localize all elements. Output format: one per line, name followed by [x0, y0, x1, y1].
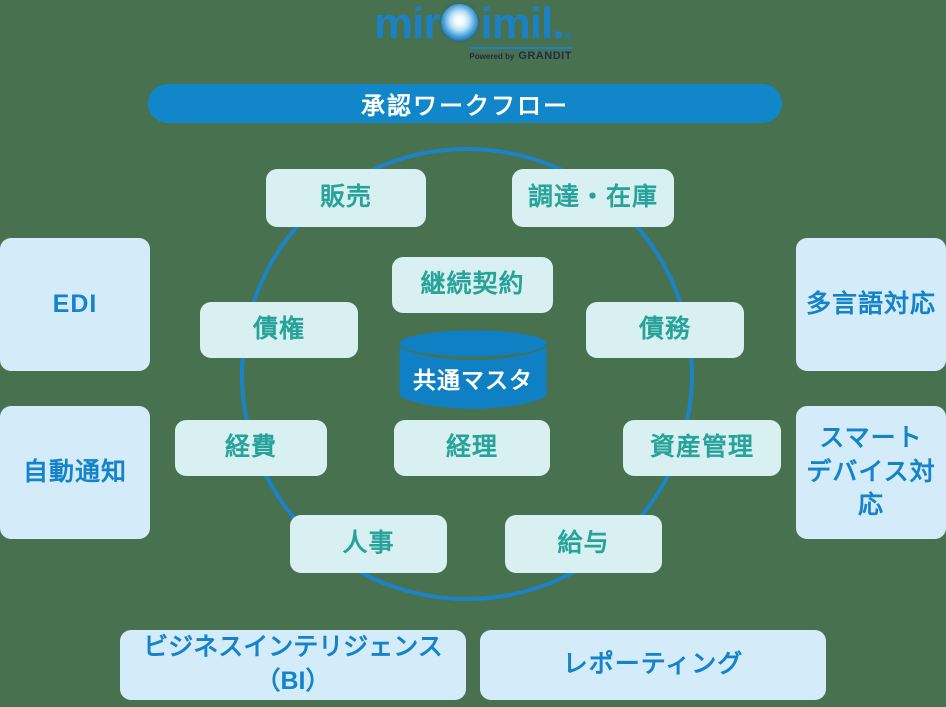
feature-multilingual: 多言語対応: [796, 238, 946, 371]
grandit-brand-label: GRANDIT: [518, 50, 572, 62]
module-expenses: 経費: [175, 420, 327, 476]
feature-smart-device: スマート デバイス対応: [796, 406, 946, 539]
module-receivables: 債権: [200, 302, 358, 358]
logo-text-suffix: imil.: [480, 0, 565, 48]
glowing-globe-icon: [441, 4, 479, 41]
module-procurement-inventory: 調達・在庫: [512, 169, 674, 227]
module-payables: 債務: [586, 302, 744, 358]
logo-text-prefix: mir: [374, 0, 440, 48]
approval-workflow-banner: 承認ワークフロー: [148, 84, 782, 123]
module-recurring-contract: 継続契約: [392, 257, 553, 313]
feature-auto-notification: 自動通知: [0, 406, 150, 539]
module-accounting: 経理: [394, 420, 550, 476]
module-sales: 販売: [266, 169, 426, 227]
feature-reporting: レポーティング: [480, 630, 826, 700]
database-cylinder-icon: [399, 330, 547, 409]
module-hr: 人事: [290, 515, 447, 573]
feature-edi: EDI: [0, 238, 150, 371]
feature-business-intelligence: ビジネスインテリジェンス（BI）: [120, 630, 466, 700]
logo-wordmark: mir imil. ®: [374, 2, 572, 46]
module-circle-outline: [240, 147, 694, 601]
powered-by-label: Powered by: [469, 52, 515, 61]
module-asset-management: 資産管理: [623, 420, 781, 476]
powered-by-line: Powered by GRANDIT: [469, 47, 572, 62]
miraimil-logo: mir imil. ® Powered by GRANDIT: [374, 2, 572, 62]
module-payroll: 給与: [505, 515, 662, 573]
common-master-label: 共通マスタ: [413, 367, 533, 393]
approval-workflow-label: 承認ワークフロー: [361, 93, 569, 120]
registered-trademark-mark: ®: [564, 31, 572, 42]
